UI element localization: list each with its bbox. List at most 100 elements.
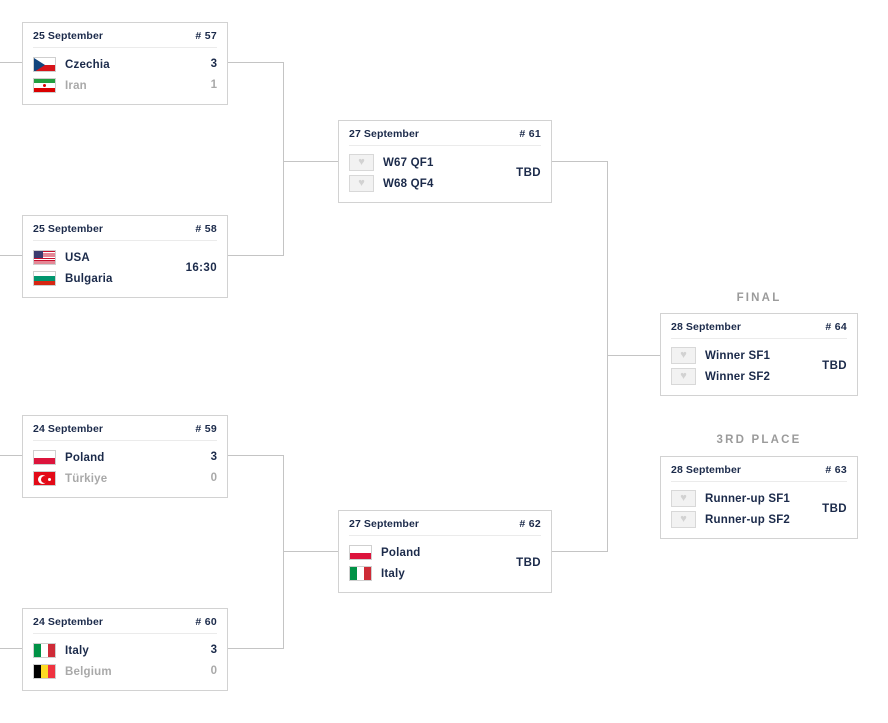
team-row[interactable]: USA — [33, 249, 186, 266]
match-date: 28 September — [671, 321, 742, 333]
team-row[interactable]: ♥ Winner SF1 — [671, 347, 822, 364]
team-row[interactable]: ♥ Runner-up SF1 — [671, 490, 822, 507]
team-row[interactable]: ♥Runner-up SF2 — [671, 511, 822, 528]
connector-m59-out — [228, 455, 283, 456]
match-number: # 57 — [195, 30, 217, 42]
team-score: 3 — [210, 58, 217, 70]
team-row[interactable]: Poland — [349, 544, 516, 561]
team-score: 0 — [210, 472, 217, 484]
match-number: # 64 — [825, 321, 847, 333]
team-name: Iran — [65, 79, 87, 92]
team-name: Runner-up SF1 — [705, 492, 791, 505]
team-name: Winner SF1 — [705, 349, 771, 362]
connector-bottom-vertical — [283, 455, 284, 649]
match-status-value: TBD — [822, 503, 847, 515]
match-date: 27 September — [349, 128, 420, 140]
shield-icon: ♥ — [671, 368, 696, 385]
stage-label-third-place: 3RD PLACE — [716, 434, 802, 446]
connector-into-final — [607, 355, 660, 356]
team-name: USA — [65, 251, 90, 264]
match-date: 25 September — [33, 30, 104, 42]
match-date: 24 September — [33, 423, 104, 435]
connector-stub-m58 — [0, 255, 22, 256]
match-number: # 62 — [519, 518, 541, 530]
team-name: W67 QF1 — [383, 156, 434, 169]
team-row[interactable]: Türkiye — [33, 470, 191, 487]
shield-icon: ♥ — [671, 511, 696, 528]
team-score: 3 — [210, 451, 217, 463]
match-number: # 58 — [195, 223, 217, 235]
match-header: 25 September # 58 — [33, 223, 217, 241]
connector-into-m61 — [283, 161, 338, 162]
team-row[interactable]: ♥ W67 QF1 — [349, 154, 516, 171]
match-status-value: 16:30 — [185, 262, 217, 274]
team-name: Türkiye — [65, 472, 108, 485]
shield-icon: ♥ — [671, 490, 696, 507]
team-row[interactable]: Belgium — [33, 663, 191, 680]
stage-label-final: FINAL — [736, 292, 782, 304]
team-row[interactable]: Italy — [33, 642, 191, 659]
shield-icon: ♥ — [349, 175, 374, 192]
shield-icon: ♥ — [349, 154, 374, 171]
match-header: 28 September # 63 — [671, 464, 847, 482]
team-score: 1 — [210, 79, 217, 91]
team-row[interactable]: ♥Winner SF2 — [671, 368, 822, 385]
connector-m62-out — [552, 551, 607, 552]
connector-m57-out — [228, 62, 283, 63]
match-date: 25 September — [33, 223, 104, 235]
match-header: 27 September # 61 — [349, 128, 541, 146]
flag-icon-be — [33, 664, 56, 679]
connector-stub-m59 — [0, 455, 22, 456]
flag-icon-pl — [33, 450, 56, 465]
match-header: 25 September # 57 — [33, 30, 217, 48]
match-number: # 61 — [519, 128, 541, 140]
team-row[interactable]: Iran — [33, 77, 191, 94]
connector-top-vertical — [283, 62, 284, 256]
team-row[interactable]: Bulgaria — [33, 270, 186, 287]
connector-m58-out — [228, 255, 283, 256]
match-header: 28 September # 64 — [671, 321, 847, 339]
connector-m61-out — [552, 161, 607, 162]
team-row[interactable]: Poland — [33, 449, 191, 466]
match-card-63[interactable]: 28 September # 63 ♥ Runner-up SF1 ♥Runner-up… — [660, 456, 858, 539]
flag-icon-it — [33, 643, 56, 658]
shield-icon: ♥ — [671, 347, 696, 364]
flag-icon-tr — [33, 471, 56, 486]
match-date: 28 September — [671, 464, 742, 476]
team-name: W68 QF4 — [383, 177, 434, 190]
match-date: 24 September — [33, 616, 104, 628]
team-name: Italy — [381, 567, 406, 580]
flag-icon-bg — [33, 271, 56, 286]
team-row[interactable]: ♥ W68 QF4 — [349, 175, 516, 192]
team-name: Poland — [65, 451, 105, 464]
match-header: 24 September# 60 — [33, 616, 217, 634]
flag-icon-pl — [349, 545, 372, 560]
team-score: 0 — [210, 665, 217, 677]
match-status-value: TBD — [822, 360, 847, 372]
team-list: ♥ Winner SF1 ♥Winner SF2 — [671, 347, 822, 385]
match-number: # 63 — [825, 464, 847, 476]
connector-final-vertical — [607, 161, 608, 552]
team-name: Poland — [381, 546, 421, 559]
connector-m60-out — [228, 648, 283, 649]
team-row[interactable]: Italy — [349, 565, 516, 582]
team-row[interactable]: Czechia — [33, 56, 191, 73]
